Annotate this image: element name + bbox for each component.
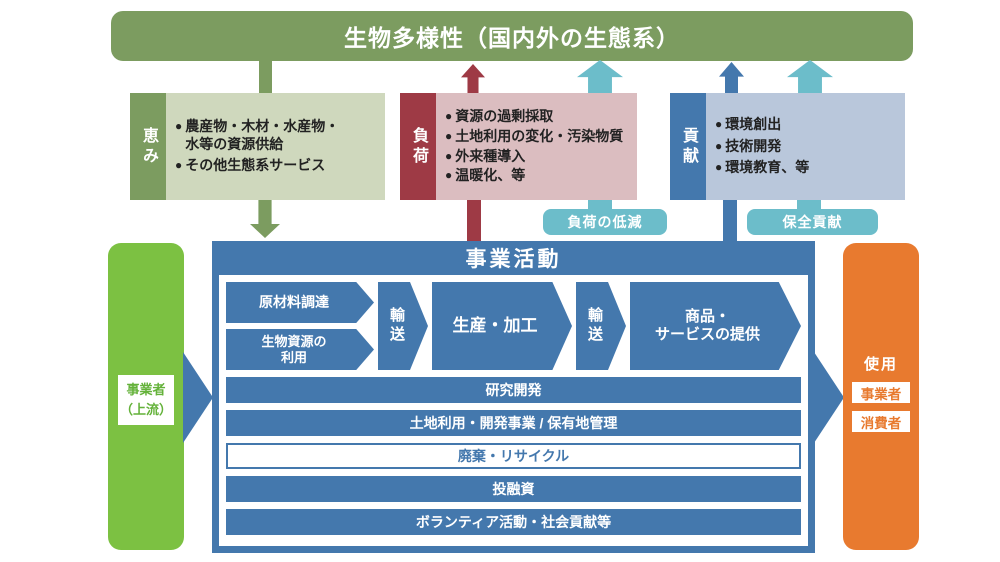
load-item: ●温暖化、等 (445, 167, 526, 184)
usage-content: 使用 事業者 消費者 (843, 353, 919, 432)
usage-operator-chip: 事業者 (852, 382, 910, 403)
load-items: ●資源の過剰採取 ●土地利用の変化・汚染物質 ●外来種導入 ●温暖化、等 (436, 93, 637, 200)
bio-resource-use-arrow: 生物資源の 利用 (226, 329, 374, 370)
benefit-down-arrow-icon (250, 200, 280, 238)
usage-consumer-chip: 消費者 (852, 411, 910, 432)
benefit-down-line (259, 60, 272, 94)
activity-bar-volunteer: ボランティア活動・社会貢献等 (226, 509, 801, 535)
upstream-operator-box: 事業者 （上流） (108, 243, 184, 550)
activity-bar-research: 研究開発 (226, 377, 801, 403)
contribution-item: ●環境教育、等 (715, 159, 810, 176)
bullet-icon: ● (445, 148, 453, 163)
business-to-usage-arrow-icon (814, 352, 844, 443)
load-box: 負荷 ●資源の過剰採取 ●土地利用の変化・汚染物質 ●外来種導入 ●温暖化、等 (400, 93, 637, 200)
activity-bar-land-use: 土地利用・開発事業 / 保有地管理 (226, 410, 801, 436)
usage-box: 使用 事業者 消費者 (843, 243, 919, 550)
bullet-icon: ● (715, 160, 723, 175)
benefit-item: ●農産物・木材・水産物・水等の資源供給 (175, 117, 340, 152)
transport-chevron-1: 輸送 (378, 282, 428, 370)
conservation-contribution-label: 保全貢献 (747, 209, 878, 235)
bullet-icon: ● (715, 116, 723, 131)
biodiversity-banner: 生物多様性（国内外の生態系） (111, 11, 913, 61)
activity-bar-investment: 投融資 (226, 476, 801, 502)
bullet-icon: ● (445, 128, 453, 143)
bullet-icon: ● (715, 138, 723, 153)
benefit-box: 恵み ●農産物・木材・水産物・水等の資源供給 ●その他生態系サービス (130, 93, 385, 200)
input-arrows-column: 原材料調達 生物資源の 利用 (226, 282, 374, 370)
load-item: ●外来種導入 (445, 147, 526, 164)
bullet-icon: ● (175, 118, 183, 133)
load-up-arrow-icon (461, 64, 485, 93)
business-activity-title: 事業活動 (465, 248, 562, 271)
bullet-icon: ● (445, 108, 453, 123)
conservation-stem (797, 200, 821, 211)
business-activity-panel: 原材料調達 生物資源の 利用 輸送 生産・加工 輸送 商品・ サービスの提供 研… (219, 275, 808, 546)
process-flow-row: 原材料調達 生物資源の 利用 輸送 生産・加工 輸送 商品・ サービスの提供 (226, 282, 801, 370)
raw-material-procurement-arrow: 原材料調達 (226, 282, 374, 323)
load-reduction-stem (588, 200, 612, 211)
load-item: ●土地利用の変化・汚染物質 (445, 127, 624, 144)
banner-title: 生物多様性（国内外の生態系） (344, 25, 680, 51)
load-item: ●資源の過剰採取 (445, 107, 554, 124)
benefit-side-label: 恵み (130, 93, 166, 200)
benefit-item: ●その他生態系サービス (175, 157, 326, 174)
load-side-label: 負荷 (400, 93, 436, 200)
activity-bar-waste-recycle: 廃棄・リサイクル (226, 443, 801, 469)
load-line (467, 200, 481, 241)
usage-title: 使用 (863, 356, 898, 373)
products-services-arrow: 商品・ サービスの提供 (630, 282, 801, 370)
contribution-items: ●環境創出 ●技術開発 ●環境教育、等 (706, 93, 905, 200)
production-processing-arrow: 生産・加工 (432, 282, 572, 370)
upstream-operator-label: 事業者 （上流） (118, 375, 174, 425)
upstream-to-business-arrow-icon (183, 352, 213, 443)
contribution-up-arrow-icon (719, 62, 744, 93)
transport-chevron-2: 輸送 (576, 282, 626, 370)
contribution-line (723, 200, 737, 241)
contribution-item: ●環境創出 (715, 115, 782, 132)
load-reduction-up-arrow-icon (577, 60, 623, 93)
bullet-icon: ● (445, 168, 453, 183)
business-activity-box: 事業活動 原材料調達 生物資源の 利用 輸送 生産・加工 輸送 商品・ サービス… (212, 241, 815, 553)
conservation-up-arrow-icon (787, 60, 833, 93)
bullet-icon: ● (175, 158, 183, 173)
benefit-items: ●農産物・木材・水産物・水等の資源供給 ●その他生態系サービス (166, 93, 385, 200)
contribution-side-label: 貢献 (670, 93, 706, 200)
load-reduction-label: 負荷の低減 (543, 209, 667, 235)
contribution-item: ●技術開発 (715, 137, 782, 154)
contribution-box: 貢献 ●環境創出 ●技術開発 ●環境教育、等 (670, 93, 905, 200)
